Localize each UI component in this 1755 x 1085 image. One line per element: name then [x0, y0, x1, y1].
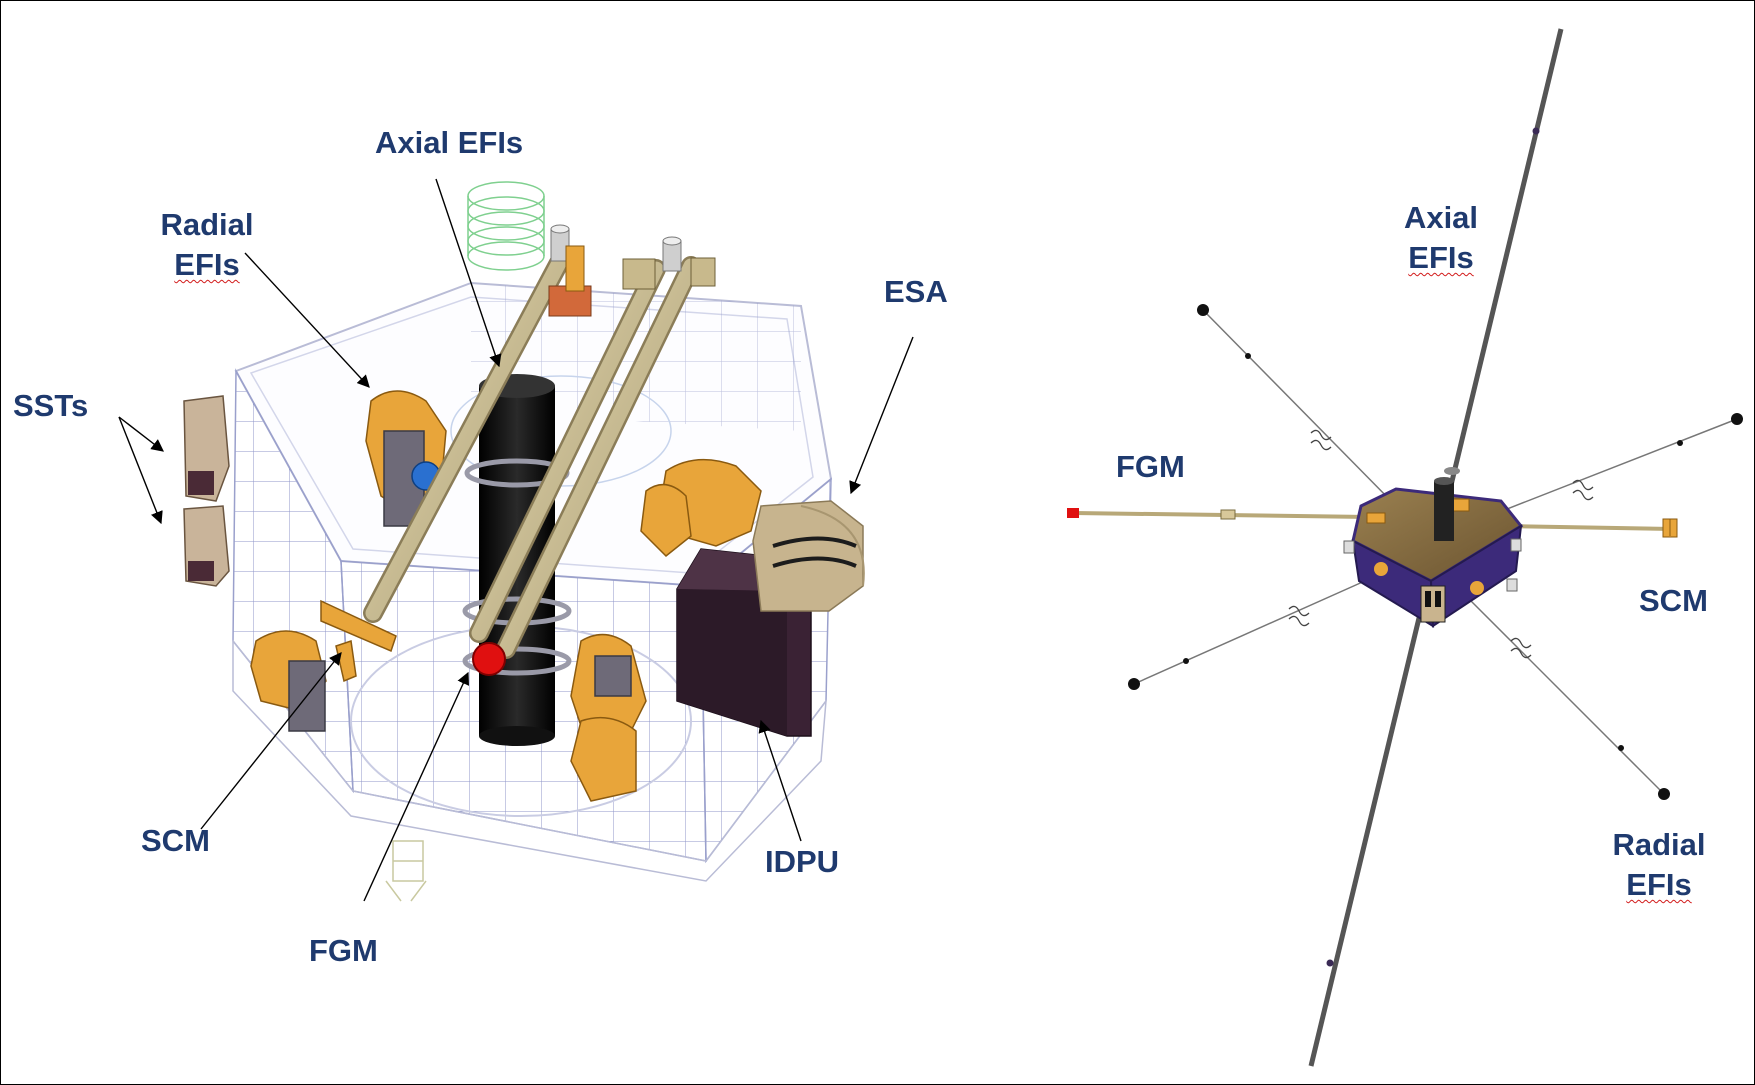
fgm-sensor-tip [472, 642, 506, 676]
label-scm-right: SCM [1639, 583, 1708, 618]
esa-sensor [752, 500, 865, 612]
sst-sensors [183, 395, 230, 587]
label-axial-efis-left: Axial EFIs [375, 125, 524, 160]
label-fgm-left: FGM [309, 933, 378, 968]
label-esa: ESA [884, 274, 948, 309]
label-radial-efis-right: Radial EFIs [1612, 827, 1706, 902]
label-idpu: IDPU [765, 844, 840, 879]
radial-efi-units [250, 390, 762, 802]
bottom-fitting [385, 840, 427, 902]
label-scm-left: SCM [141, 823, 210, 858]
label-radial-efis-left: Radial EFIs [160, 207, 254, 282]
scm-boom [1505, 518, 1678, 538]
label-ssts: SSTs [13, 388, 89, 423]
spacecraft-cutaway-illustration [183, 181, 865, 902]
axial-boom-coil [467, 181, 545, 271]
radial-boom-tubes [363, 224, 716, 659]
fgm-boom [1067, 508, 1370, 520]
spacecraft-hub [1343, 467, 1524, 628]
deployed-spacecraft-schematic [1067, 28, 1743, 1067]
label-axial-efis-right: Axial EFIs [1403, 200, 1479, 275]
boom-break-marks [1288, 429, 1594, 659]
left-pointer-arrows [118, 178, 914, 902]
radial-wire-booms [1128, 304, 1743, 800]
label-fgm-right: FGM [1116, 449, 1185, 484]
